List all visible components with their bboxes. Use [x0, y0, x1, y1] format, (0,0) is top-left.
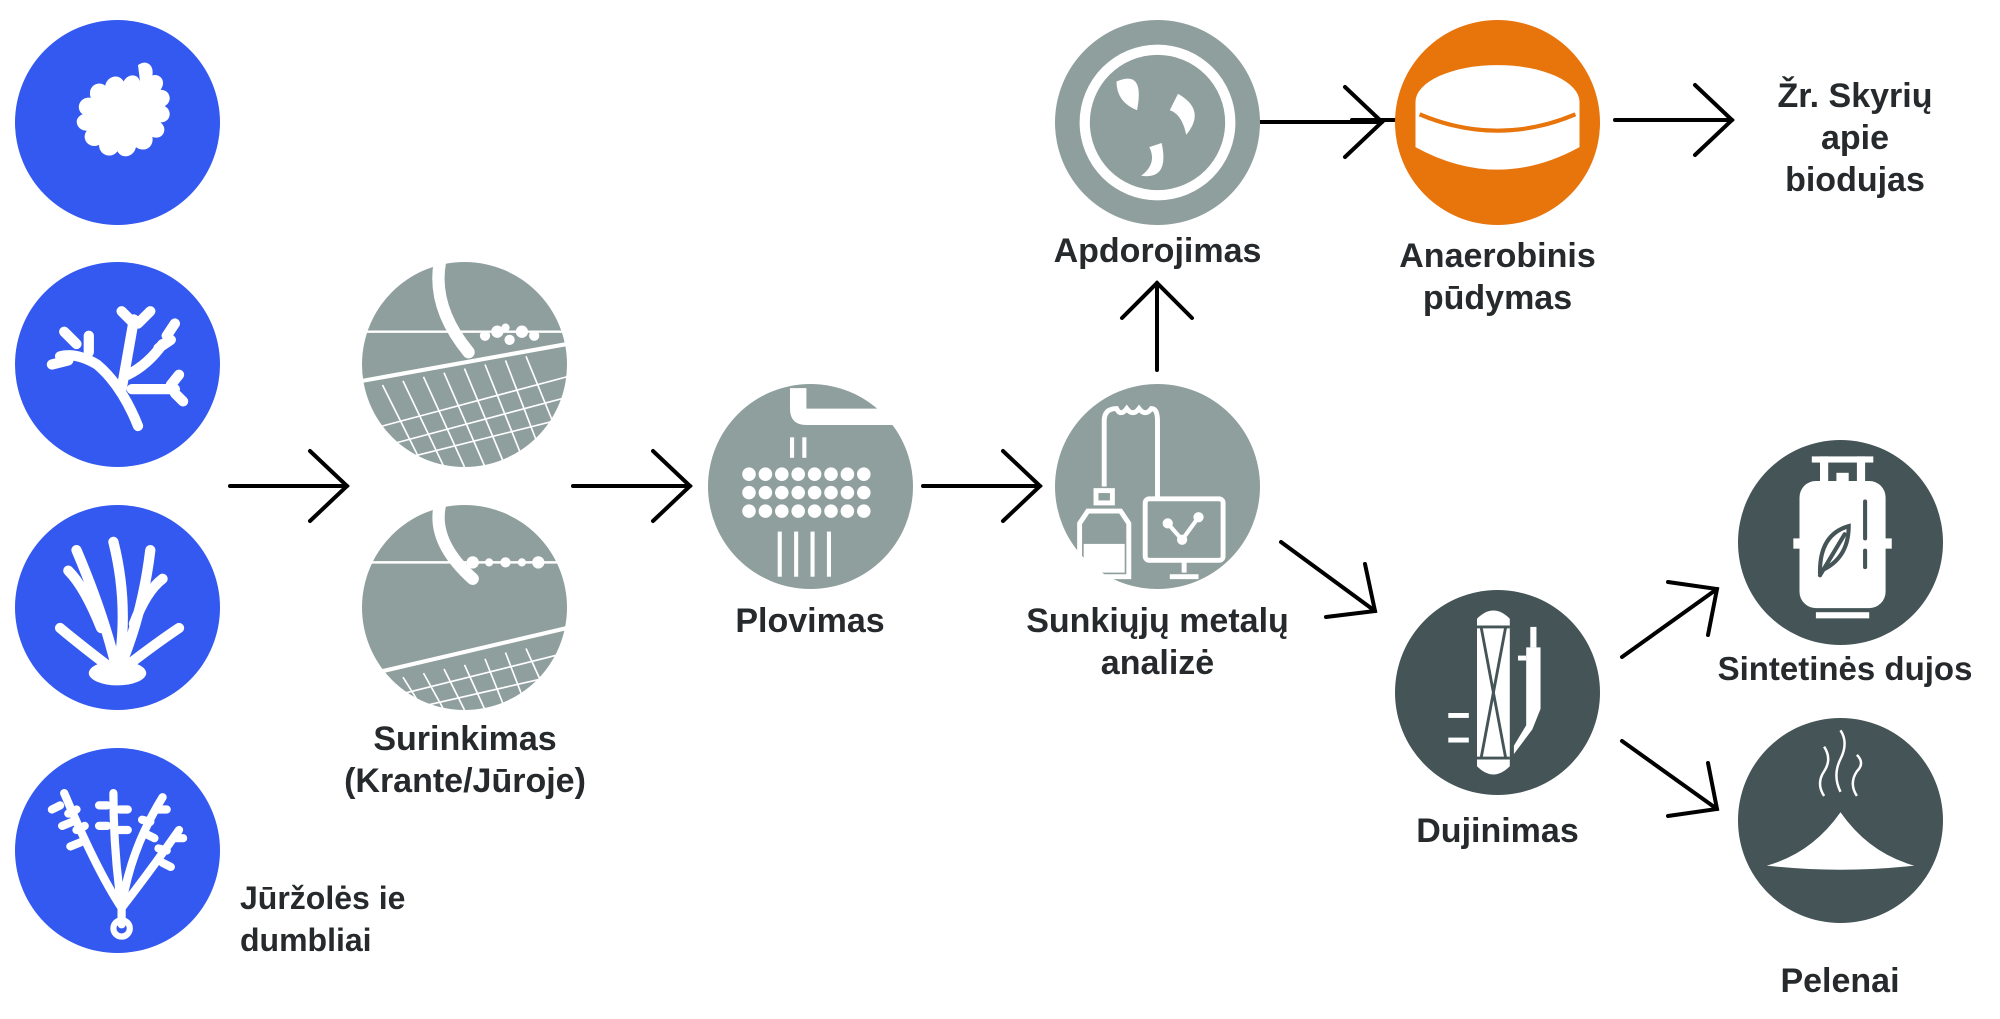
arrow-gasification-to-ash: [1620, 739, 1720, 818]
seagrass-icon: [54, 536, 185, 686]
washing-tap-icon: [742, 388, 905, 577]
collection-sea-node: [362, 505, 567, 710]
pretreatment-label: Apdorojimas: [1053, 232, 1262, 270]
seaweed-lobed-icon: [76, 62, 170, 157]
arrow-gasification-to-syngas: [1620, 580, 1720, 659]
lab-analysis-icon: [1077, 404, 1226, 580]
collection-label: Surinkimas (Krante/Jūroje): [344, 720, 586, 800]
mixer-icon: [1079, 44, 1236, 201]
seaweed-node-1: [15, 20, 220, 225]
biogas-reference-label: Žr. Skyrių apie biodujas: [1777, 77, 1933, 199]
seaweed-branched-icon: [46, 306, 189, 432]
gasifier-icon: [1448, 610, 1541, 775]
gasification-label: Dujinimas: [1416, 812, 1579, 850]
syngas-node: [1738, 440, 1943, 645]
digester-tank-icon: [1415, 65, 1580, 170]
seaweed-node-4: [15, 748, 220, 953]
collection-shore-node: [362, 262, 567, 467]
ash-node: [1738, 718, 1943, 923]
washing-label: Plovimas: [735, 602, 885, 640]
algae-holdfast-icon: [47, 789, 188, 940]
arrow-analysis-to-pretreatment: [1120, 280, 1194, 372]
analysis-label: Sunkiųjų metalų analizė: [1026, 602, 1289, 682]
arrow-collection-to-washing: [571, 449, 693, 523]
seaweed-node-3: [15, 505, 220, 710]
ash-label: Pelenai: [1780, 962, 1900, 1000]
digestion-label: Anaerobinis pūdymas: [1399, 237, 1596, 317]
syngas-label: Sintetinės dujos: [1717, 650, 1973, 687]
digestion-node: [1395, 20, 1600, 225]
seaweed-node-2: [15, 262, 220, 467]
gasification-node: [1395, 590, 1600, 795]
arrow-seaweed-to-collection: [228, 449, 350, 523]
pretreatment-node: [1055, 20, 1260, 225]
washing-node: [708, 384, 913, 589]
sea-collection-icon: [366, 505, 567, 710]
analysis-node: [1055, 384, 1260, 589]
arrow-analysis-to-gasification: [1279, 540, 1378, 619]
arrow-washing-to-analysis: [921, 449, 1043, 523]
ash-pile-icon: [1766, 729, 1915, 870]
gas-cylinder-icon: [1793, 456, 1892, 619]
seaweed-source-label: Jūržolės ie dumbliai: [240, 880, 406, 958]
shore-collection-icon: [362, 262, 567, 467]
